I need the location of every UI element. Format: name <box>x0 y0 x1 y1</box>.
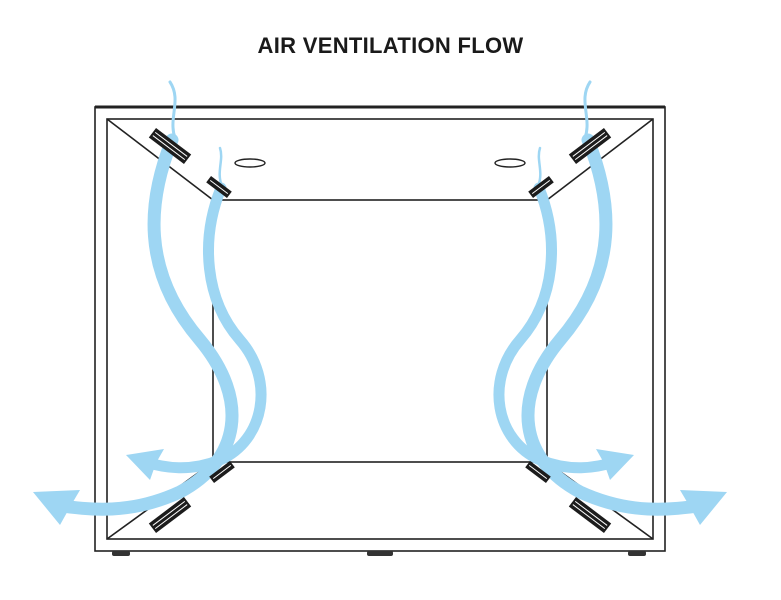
vent-grille-icon <box>148 496 192 534</box>
vent-grille-icon <box>528 175 554 199</box>
diagram-title: AIR VENTILATION FLOW <box>257 33 524 58</box>
foot-icon <box>112 551 130 556</box>
cabinet-back-panel <box>212 199 548 463</box>
airflow-arrows <box>33 449 727 525</box>
airflow-stream-left-inner <box>139 182 267 474</box>
foot-icon <box>628 551 646 556</box>
round-vent-icon <box>234 158 266 168</box>
airflow-streams <box>48 80 712 516</box>
vent-grille-icon <box>148 127 192 165</box>
vent-grille-icon <box>209 460 235 484</box>
airflow-wisp <box>168 80 177 140</box>
vent-grille-icon <box>568 496 612 534</box>
airflow-wisp <box>583 80 592 140</box>
airflow-stream-right-inner <box>493 182 621 474</box>
round-vent-icon <box>494 158 526 168</box>
airflow-stream-right-outer <box>521 133 712 516</box>
airflow-wisp <box>536 146 542 188</box>
airflow-arrow-icon <box>680 490 727 525</box>
cabinet-feet <box>112 551 646 556</box>
vent-grille-icon <box>568 127 612 165</box>
airflow-arrow-icon <box>596 449 634 480</box>
cabinet-inner-frame <box>106 118 654 540</box>
vent-grille-icon <box>525 460 551 484</box>
airflow-arrow-icon <box>33 490 80 525</box>
round-vents <box>234 158 526 168</box>
airflow-wisp <box>218 146 224 188</box>
vent-grille-icon <box>206 175 232 199</box>
foot-icon <box>367 551 393 556</box>
airflow-stream-left-outer <box>48 133 239 516</box>
airflow-arrow-icon <box>126 449 164 480</box>
vent-grilles <box>148 127 612 534</box>
